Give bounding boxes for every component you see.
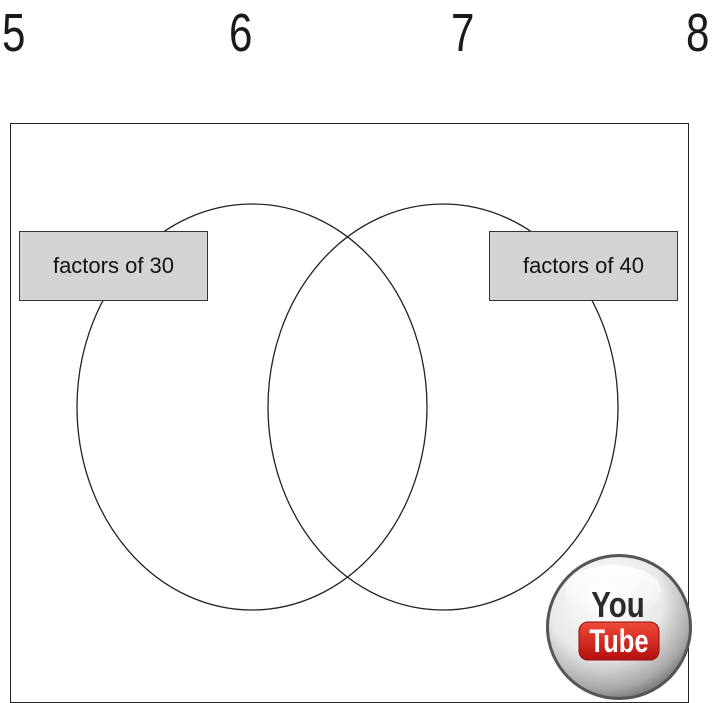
factors-of-30-label: factors of 30 [19,231,208,301]
number-8: 8 [686,3,710,63]
youtube-logo-icon[interactable]: You Tube [543,551,695,703]
factors-of-40-text: factors of 40 [522,253,645,278]
factors-of-30-text: factors of 30 [52,253,175,278]
factors-of-40-label: factors of 40 [489,231,678,301]
number-7: 7 [451,3,475,63]
logo-you-text: You [591,584,645,624]
venn-circle-left [76,203,428,611]
venn-circle-right [267,203,619,611]
number-5: 5 [2,3,26,63]
number-6: 6 [229,3,253,63]
logo-tube-text: Tube [589,624,648,659]
